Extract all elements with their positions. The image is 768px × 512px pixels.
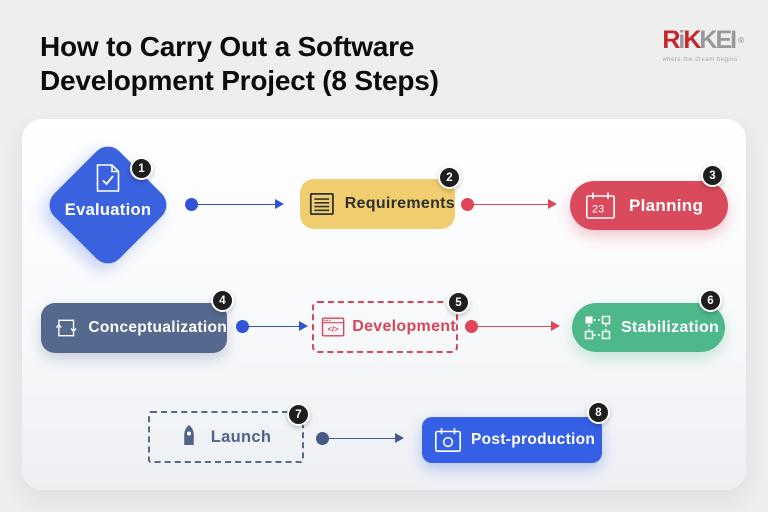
step-number-badge: 7 bbox=[287, 403, 310, 426]
step-label: Planning bbox=[629, 195, 704, 215]
flow-arrow-requirements-planning bbox=[461, 198, 557, 211]
step-number-badge: 4 bbox=[211, 289, 234, 312]
document-check-icon bbox=[96, 163, 120, 192]
flow-arrow-launch-postproduction bbox=[316, 432, 404, 445]
node-diagram-icon bbox=[584, 315, 611, 340]
step-number-badge: 6 bbox=[699, 289, 722, 312]
arrowhead-icon bbox=[275, 199, 284, 209]
flow-arrow-evaluation-requirements bbox=[185, 198, 284, 211]
step-label: Conceptualization bbox=[88, 319, 227, 336]
connector-dot bbox=[316, 432, 329, 445]
page-title: How to Carry Out a Software Development … bbox=[40, 30, 439, 98]
step-label: Post-production bbox=[471, 431, 596, 448]
arrowhead-icon bbox=[548, 199, 557, 209]
connector-dot bbox=[185, 198, 198, 211]
step-conceptualization: Conceptualization bbox=[41, 303, 227, 353]
step-number-badge: 8 bbox=[587, 401, 610, 424]
step-number-badge: 1 bbox=[130, 157, 153, 180]
logo-letter: K bbox=[683, 26, 701, 54]
logo-letter: i bbox=[678, 26, 685, 54]
connector-dot bbox=[465, 320, 478, 333]
connector-line bbox=[327, 437, 396, 440]
step-launch: Launch bbox=[148, 411, 304, 463]
step-label: Launch bbox=[210, 427, 272, 446]
calendar-date-icon: 23 bbox=[585, 192, 615, 219]
calendar-clock-icon bbox=[434, 428, 461, 453]
connector-line bbox=[196, 203, 276, 206]
flow-arrow-conceptualization-development bbox=[236, 320, 308, 333]
code-window-icon: </> bbox=[321, 317, 345, 337]
svg-text:23: 23 bbox=[592, 204, 604, 216]
arrowhead-icon bbox=[299, 321, 308, 331]
connector-dot bbox=[236, 320, 249, 333]
list-document-icon bbox=[309, 193, 334, 215]
arrowhead-icon bbox=[551, 321, 560, 331]
connector-line bbox=[247, 325, 300, 328]
step-label: Development bbox=[352, 318, 456, 335]
step-label: Evaluation bbox=[64, 200, 152, 219]
logo-letter: E bbox=[715, 26, 732, 54]
logo-letter: K bbox=[699, 26, 717, 54]
step-evaluation: Evaluation bbox=[42, 139, 174, 271]
step-number-badge: 2 bbox=[438, 166, 461, 189]
step-development: </> Development bbox=[312, 301, 458, 353]
logo-letter: I bbox=[730, 26, 737, 54]
flow-arrow-development-stabilization bbox=[465, 320, 560, 333]
step-number-badge: 3 bbox=[701, 164, 724, 187]
svg-text:</>: </> bbox=[327, 325, 339, 334]
logo-tagline: where the dream begins bbox=[662, 56, 738, 63]
title-line-1: How to Carry Out a Software bbox=[40, 31, 415, 62]
connector-line bbox=[472, 203, 549, 206]
step-planning: 23 Planning bbox=[570, 181, 728, 230]
connector-dot bbox=[461, 198, 474, 211]
rocket-icon bbox=[183, 425, 194, 445]
step-stabilization: Stabilization bbox=[572, 303, 725, 352]
logo-letter: R bbox=[662, 26, 680, 54]
arrowhead-icon bbox=[395, 433, 404, 443]
rikkei-logo: R i K K E I ® where the dream begins bbox=[662, 27, 744, 63]
registered-trademark-icon: ® bbox=[738, 36, 744, 45]
step-label: Stabilization bbox=[621, 318, 720, 336]
title-line-2: Development Project (8 Steps) bbox=[40, 65, 439, 96]
flowchart-card: Evaluation 1 Requirements 2 bbox=[22, 119, 746, 490]
step-label: Requirements bbox=[344, 195, 455, 212]
step-post-production: Post-production bbox=[422, 417, 602, 463]
rikkei-logo-wordmark: R i K K E I ® bbox=[662, 27, 744, 54]
step-requirements: Requirements bbox=[300, 179, 455, 229]
connector-line bbox=[476, 325, 552, 328]
step-number-badge: 5 bbox=[447, 291, 470, 314]
loop-arrows-icon bbox=[55, 319, 77, 337]
